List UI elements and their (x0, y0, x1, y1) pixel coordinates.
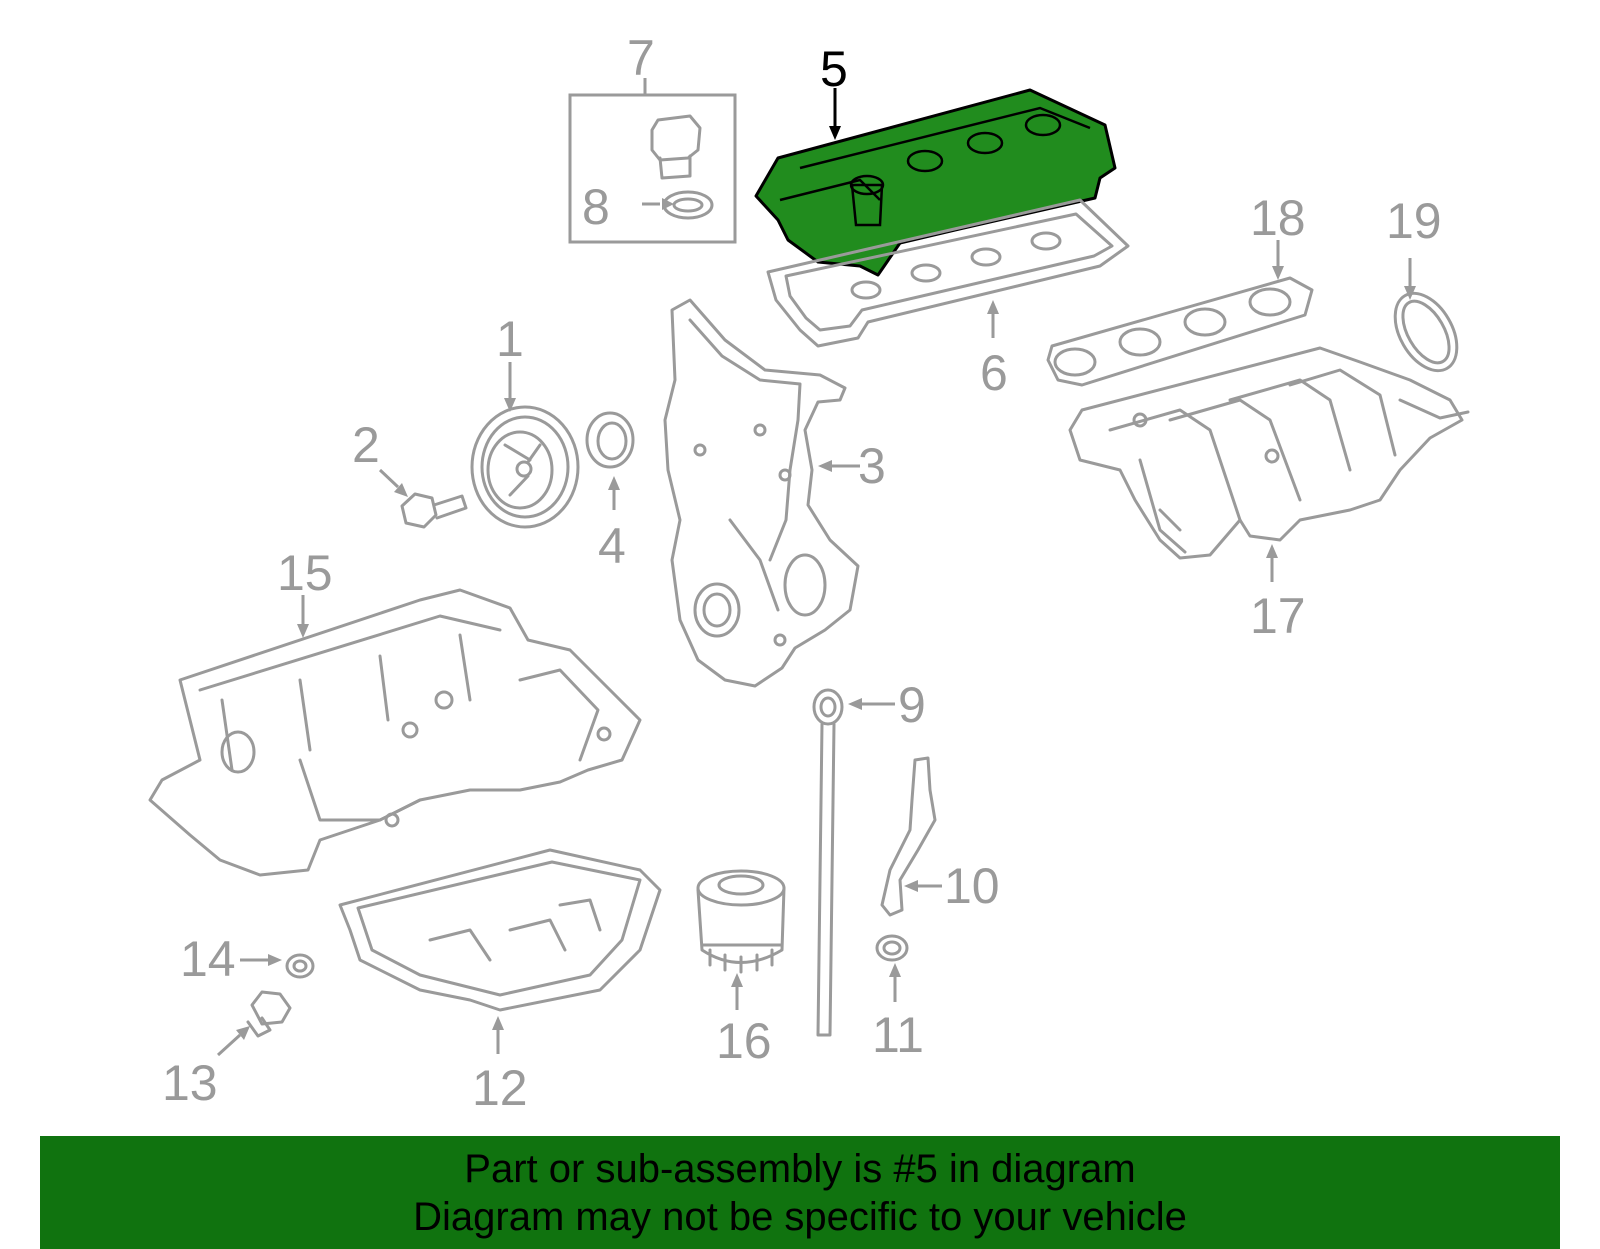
part-1-crankshaft-pulley[interactable] (470, 405, 580, 529)
part-13-drain-plug[interactable] (246, 990, 292, 1038)
callout-16-leader (731, 973, 743, 1010)
callout-13-leader (216, 1026, 250, 1057)
callout-8-leader (642, 198, 674, 210)
part-12-lower-oil-pan[interactable] (338, 848, 662, 1012)
callout-4-leader (608, 476, 620, 510)
part-19-throttle-gasket[interactable] (1382, 283, 1469, 382)
part-15-upper-oil-pan[interactable] (148, 588, 642, 877)
part-4-crankshaft-seal[interactable] (585, 411, 635, 469)
callout-18: 18 (1250, 190, 1306, 246)
callout-11-leader (889, 963, 901, 1002)
callout-1: 1 (496, 311, 524, 367)
part-18-intake-manifold-gasket[interactable] (1046, 276, 1314, 387)
callout-12: 12 (472, 1060, 528, 1116)
callout-5-leader (829, 88, 841, 140)
part-7-oil-filler-cap-group[interactable] (568, 78, 737, 244)
callout-12-leader (492, 1016, 504, 1054)
part-6-valve-cover-gasket[interactable] (766, 198, 1130, 348)
callout-7: 7 (627, 30, 655, 86)
callout-5: 5 (820, 41, 848, 97)
callout-2: 2 (352, 417, 380, 473)
part-5-valve-cover[interactable] (754, 88, 1117, 277)
callout-11: 11 (872, 1007, 924, 1063)
callout-6: 6 (980, 345, 1008, 401)
part-14-drain-plug-gasket[interactable] (285, 953, 315, 979)
callout-9-leader (848, 698, 895, 710)
callout-9: 9 (898, 677, 926, 733)
callout-1-leader (504, 362, 516, 412)
part-2-pulley-bolt[interactable] (400, 492, 468, 529)
callout-15-leader (297, 595, 309, 638)
banner-line-1: Part or sub-assembly is #5 in diagram (464, 1146, 1136, 1191)
callout-10: 10 (944, 858, 1000, 914)
callout-17: 17 (1250, 588, 1306, 644)
callout-8: 8 (582, 179, 610, 235)
callout-3: 3 (858, 438, 886, 494)
banner-line-2: Diagram may not be specific to your vehi… (413, 1194, 1187, 1239)
part-16-oil-filter[interactable] (696, 869, 786, 974)
part-3-timing-cover[interactable] (663, 298, 860, 688)
callout-14: 14 (180, 931, 236, 987)
callout-4: 4 (598, 518, 626, 574)
callout-18-leader (1272, 240, 1284, 280)
callout-14-leader (240, 954, 282, 966)
callout-17-leader (1266, 544, 1278, 582)
callout-2-leader (378, 468, 408, 497)
callout-3-leader (818, 460, 860, 472)
part-17-intake-manifold[interactable] (1068, 346, 1470, 560)
callout-6-leader (987, 300, 999, 338)
callout-19: 19 (1386, 193, 1442, 249)
callout-13: 13 (162, 1055, 218, 1111)
callout-10-leader (904, 880, 942, 892)
part-9-oil-dipstick[interactable] (812, 688, 844, 1037)
part-10-dipstick-tube[interactable] (880, 756, 937, 917)
part-11-oring[interactable] (875, 934, 909, 962)
callout-15: 15 (277, 545, 333, 601)
info-banner: Part or sub-assembly is #5 in diagram Di… (40, 1136, 1560, 1249)
callout-19-leader (1404, 258, 1416, 300)
callout-16: 16 (716, 1013, 772, 1069)
